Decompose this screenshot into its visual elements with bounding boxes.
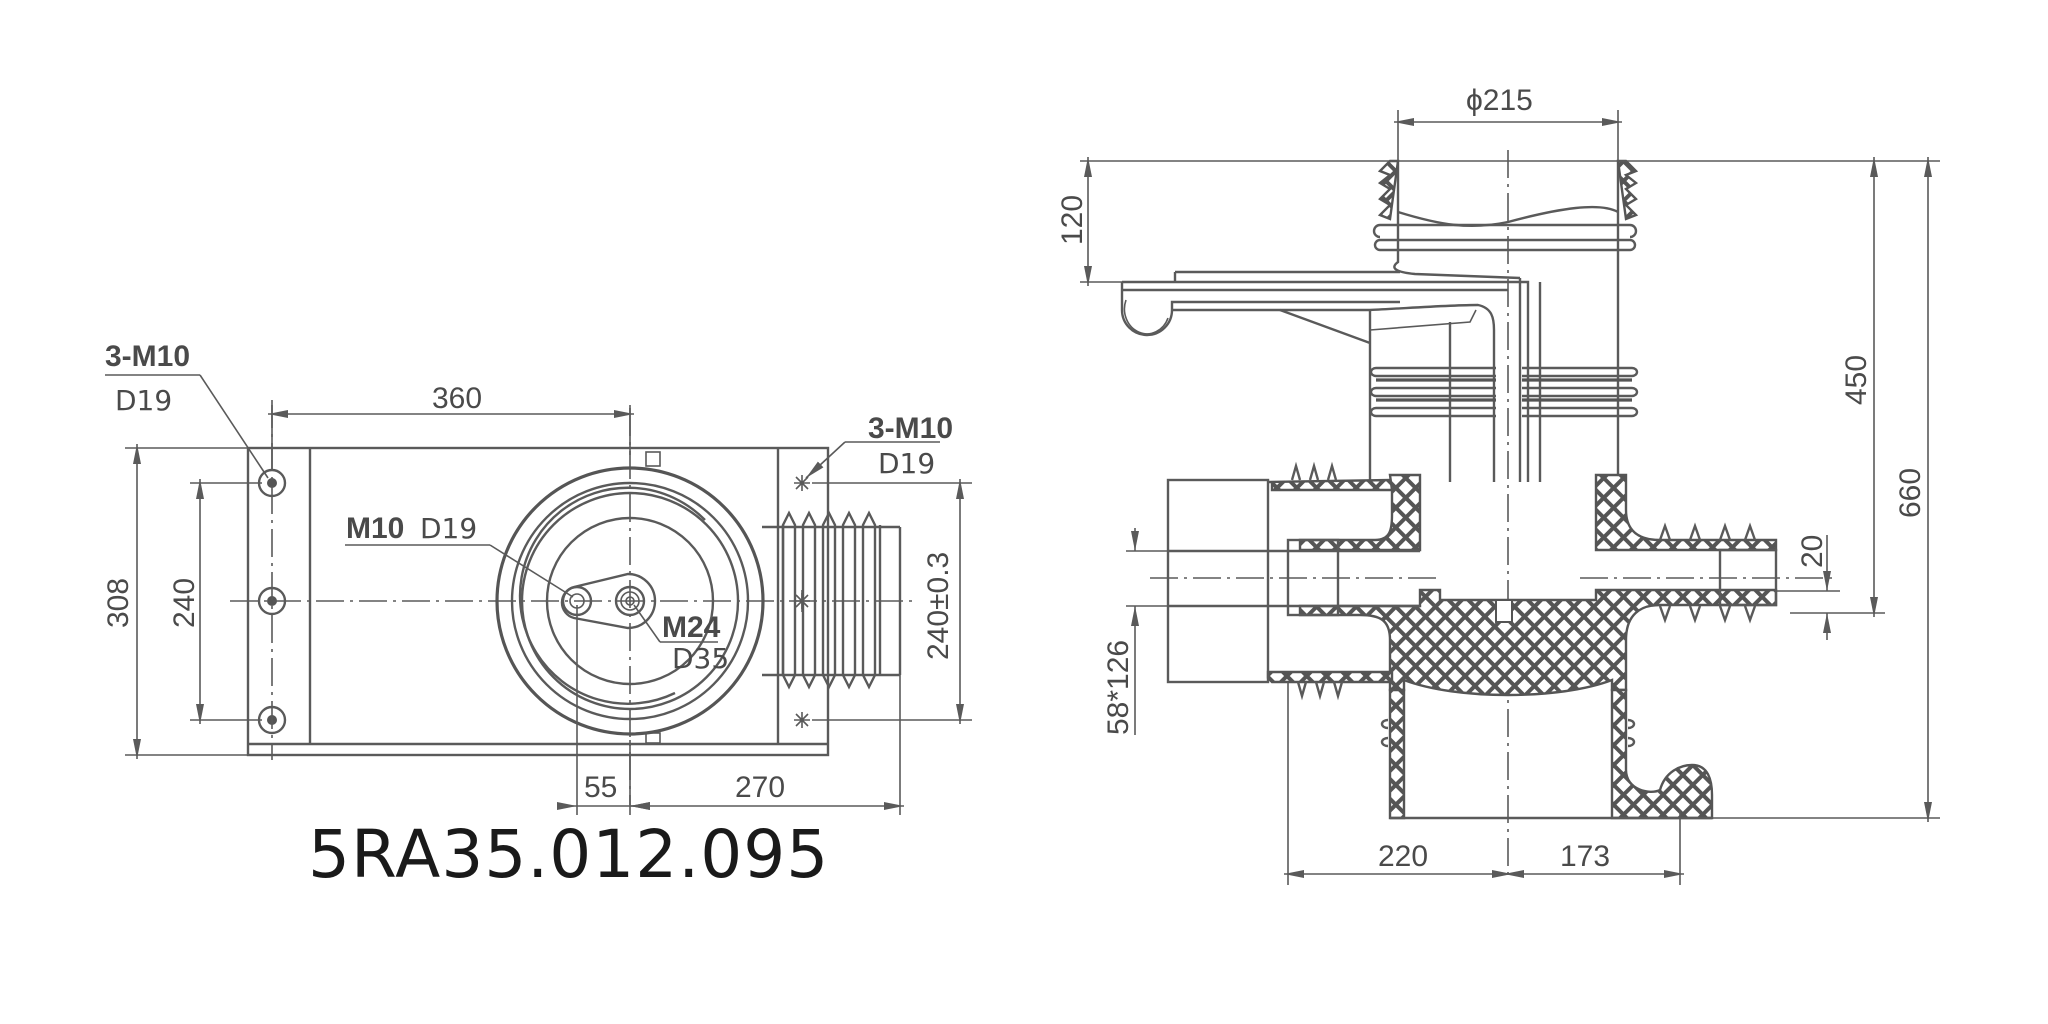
part-number: 5RA35.012.095 [308,816,829,893]
dim-120: 120 [1056,195,1089,245]
dim-55: 55 [584,771,617,804]
dim-240-left: 240 [168,578,201,628]
left-view-dimensions [105,374,972,815]
left-view-labels: 3-M10 D19 360 3-M10 D19 M10 D19 M24 D35 … [102,340,955,804]
dim-220: 220 [1378,840,1428,873]
left-view: 3-M10 D19 360 3-M10 D19 M10 D19 M24 D35 … [102,340,972,893]
callout-3m10-left: 3-M10 [105,340,190,373]
callout-d19-left: D19 [115,384,172,417]
dim-phi-215: ϕ215 [1466,84,1533,117]
dim-360: 360 [432,382,482,415]
dim-270: 270 [735,771,785,804]
callout-m24: M24 [662,611,721,644]
bellows [762,510,902,690]
right-view-labels: ϕ215 120 450 660 20 58*126 220 173 [1056,84,1927,873]
stem-sheds [1369,366,1639,418]
right-view-dimensions [1080,110,1940,885]
callout-3m10-right: 3-M10 [868,412,953,445]
callout-d19-right: D19 [878,447,935,480]
dim-20: 20 [1796,535,1829,568]
dim-450: 450 [1840,355,1873,405]
side-tubes [1150,478,1836,684]
dim-173: 173 [1560,840,1610,873]
dim-660: 660 [1894,468,1927,518]
callout-m10: M10 [346,512,404,545]
dim-58x126: 58*126 [1102,640,1135,735]
right-view: ϕ215 120 450 660 20 58*126 220 173 [1056,84,1940,885]
left-view-body [246,446,830,757]
top-bushing [1372,159,1639,480]
dim-308: 308 [102,578,135,628]
disk [495,466,765,736]
callout-d35: D35 [672,642,729,675]
dim-240-tol: 240±0.3 [922,552,955,660]
callout-m10-d19: D19 [420,512,477,545]
housing-section [1266,461,1778,820]
